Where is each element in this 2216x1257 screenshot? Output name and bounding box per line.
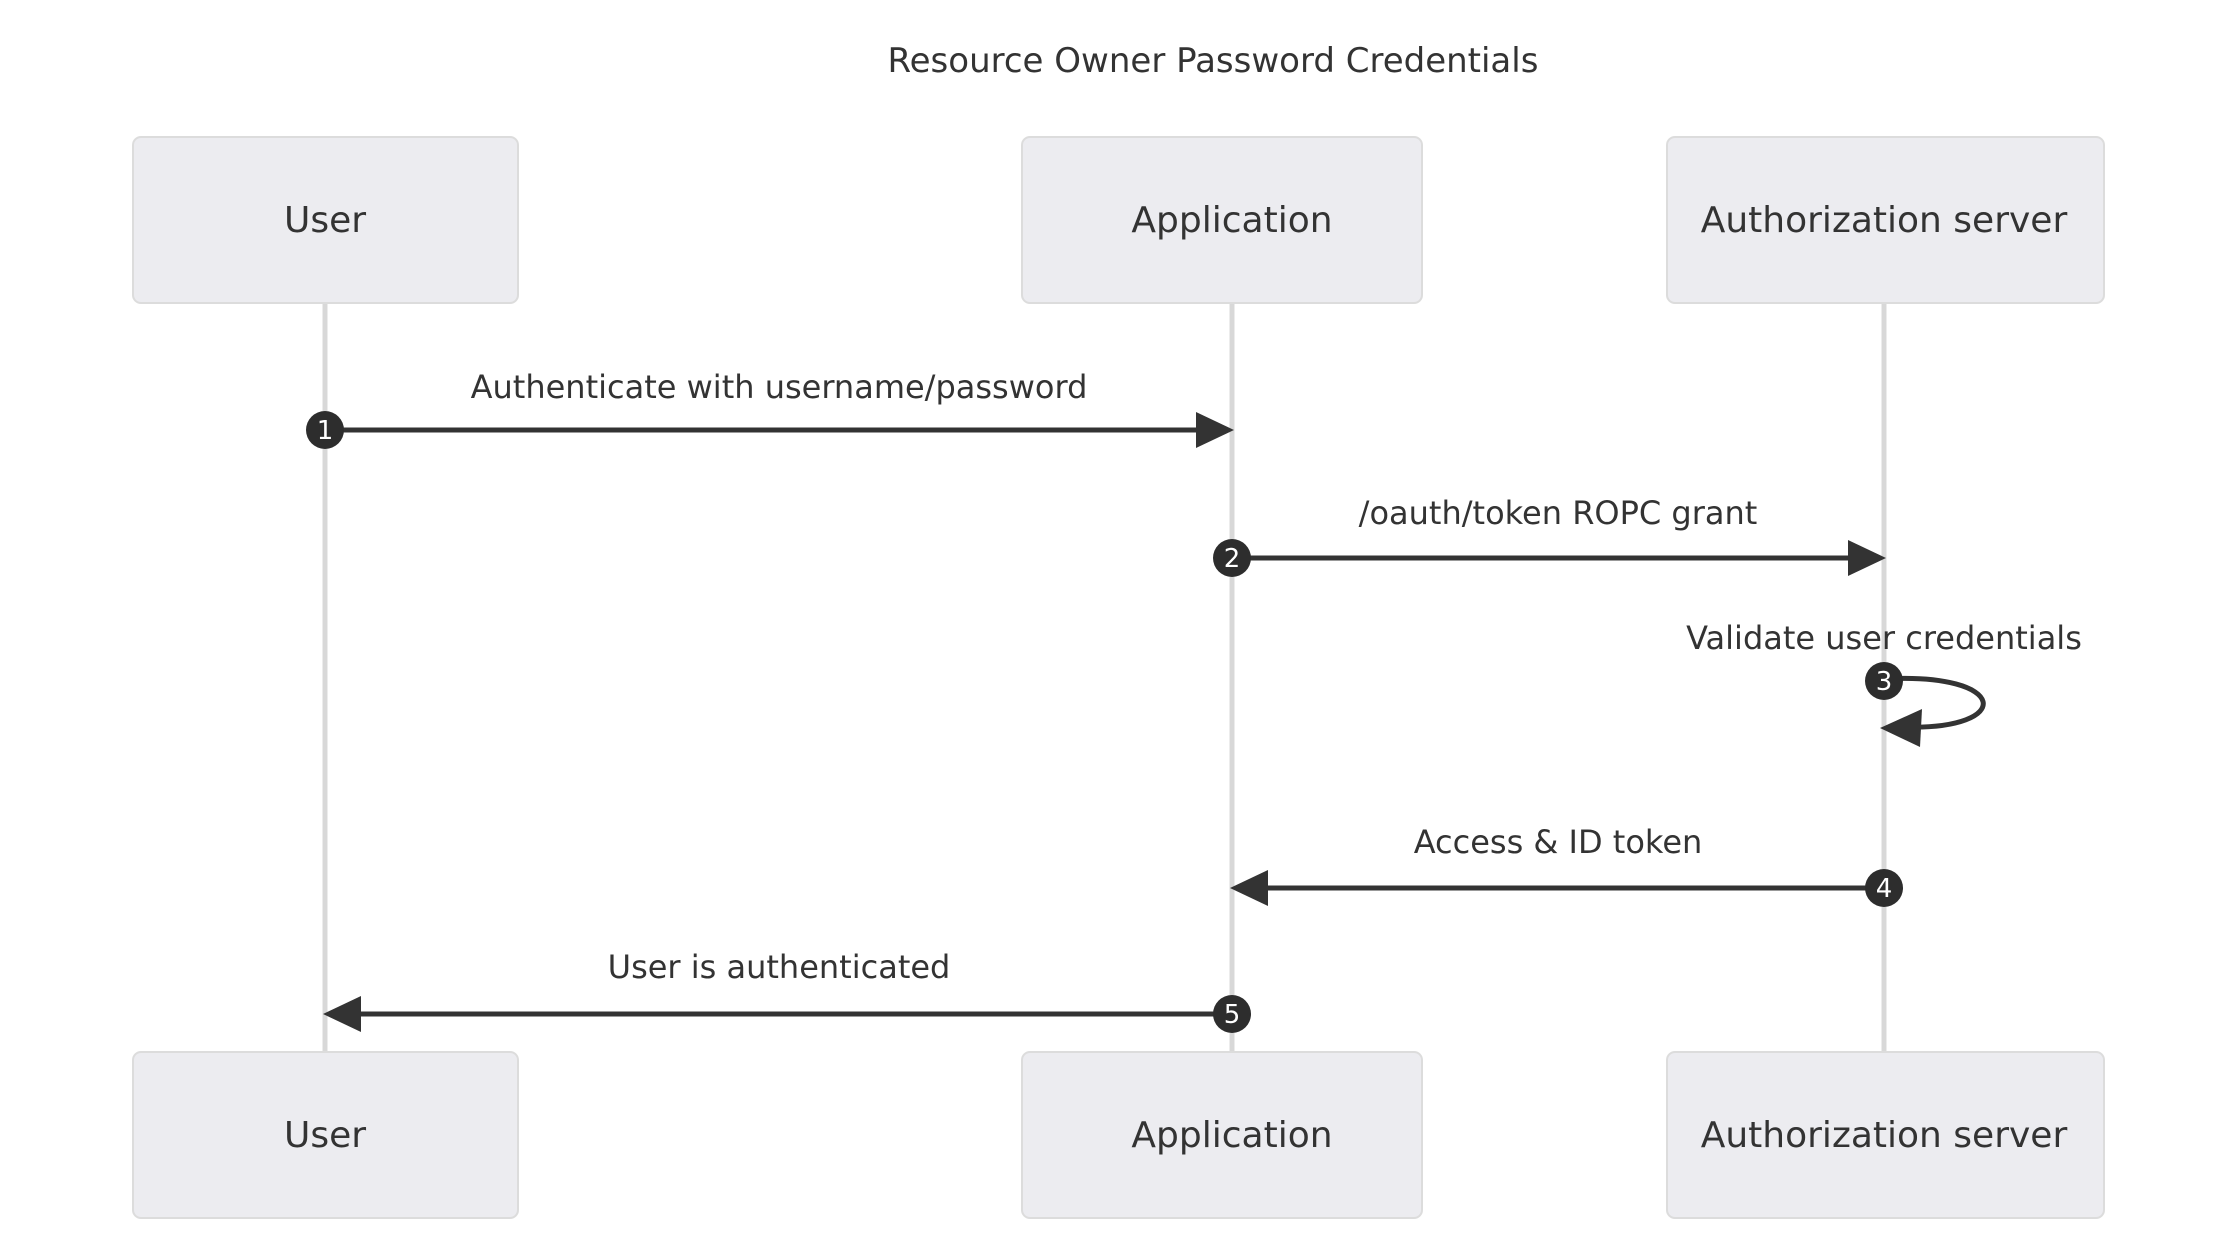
message-3-badge — [1865, 662, 1903, 700]
message-1-badge — [306, 411, 344, 449]
message-5-badge-number: 5 — [1224, 1000, 1241, 1030]
actor-box-rect — [1666, 1051, 2105, 1219]
actor-box-rect — [132, 136, 519, 304]
message-4[interactable]: Access & ID token 4 — [1230, 823, 1903, 907]
message-3-label: Validate user credentials — [1686, 619, 2082, 657]
actor-label-user-top: User — [284, 200, 366, 241]
actor-box-user-bottom[interactable]: User — [132, 1051, 519, 1219]
actor-box-application-top[interactable]: Application — [1021, 136, 1423, 304]
actor-label-authserver-top: Authorization server — [1701, 200, 2068, 241]
message-3[interactable]: Validate user credentials 3 — [1686, 619, 2082, 747]
message-2-arrowhead — [1848, 540, 1886, 576]
message-4-badge — [1865, 869, 1903, 907]
page-title: Resource Owner Password Credentials — [888, 41, 1539, 81]
message-4-arrowhead — [1230, 870, 1268, 906]
message-2-badge — [1213, 539, 1251, 577]
message-1-arrowhead — [1196, 412, 1234, 448]
actor-label-authserver-bottom: Authorization server — [1701, 1115, 2068, 1156]
actor-box-authserver-bottom[interactable]: Authorization server — [1666, 1051, 2105, 1219]
actor-box-application-bottom[interactable]: Application — [1021, 1051, 1423, 1219]
actor-box-rect — [132, 1051, 519, 1219]
message-4-label: Access & ID token — [1414, 823, 1703, 861]
actor-box-rect — [1021, 1051, 1423, 1219]
message-1-badge-number: 1 — [317, 416, 334, 446]
message-2[interactable]: /oauth/token ROPC grant 2 — [1213, 494, 1886, 577]
actor-box-rect — [1666, 136, 2105, 304]
actor-label-user-bottom: User — [284, 1115, 366, 1156]
message-5[interactable]: User is authenticated 5 — [323, 948, 1251, 1033]
actor-label-application-bottom: Application — [1131, 1115, 1332, 1156]
message-2-badge-number: 2 — [1224, 544, 1241, 574]
message-4-badge-number: 4 — [1876, 874, 1893, 904]
actor-box-rect — [1021, 136, 1423, 304]
message-5-arrowhead — [323, 996, 361, 1032]
actor-label-application-top: Application — [1131, 200, 1332, 241]
message-2-label: /oauth/token ROPC grant — [1359, 494, 1758, 532]
message-3-arrowhead — [1880, 709, 1922, 747]
message-5-badge — [1213, 995, 1251, 1033]
message-3-loop-path — [1883, 675, 1986, 730]
message-1-label: Authenticate with username/password — [471, 368, 1088, 406]
message-5-label: User is authenticated — [608, 948, 951, 986]
actor-box-user-top[interactable]: User — [132, 136, 519, 304]
message-3-badge-number: 3 — [1876, 667, 1893, 697]
message-1[interactable]: Authenticate with username/password 1 — [306, 368, 1234, 449]
actor-box-authserver-top[interactable]: Authorization server — [1666, 136, 2105, 304]
